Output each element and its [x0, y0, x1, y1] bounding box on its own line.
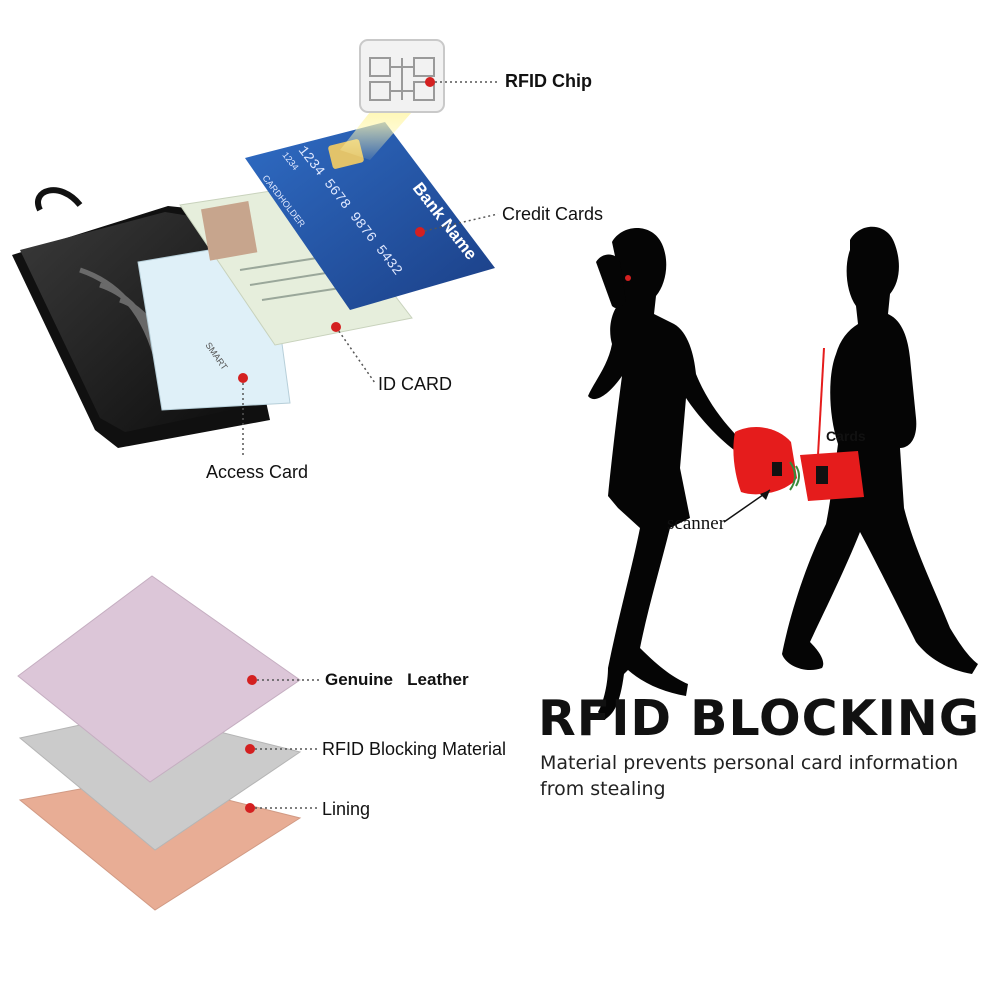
bag-strap — [817, 347, 825, 456]
label-access-card: Access Card — [206, 462, 309, 482]
chip-dot — [425, 77, 435, 87]
material-layers — [17, 575, 320, 911]
bags — [723, 347, 864, 523]
id-dot — [331, 322, 341, 332]
card-bag — [800, 451, 864, 501]
label-credit-cards: Credit Cards — [502, 204, 604, 224]
access-dot — [238, 373, 248, 383]
id-photo — [201, 201, 258, 261]
label-id-card: ID CARD — [378, 374, 453, 394]
reader-cable — [35, 187, 83, 212]
label-rfid-blocking-material: RFID Blocking Material — [322, 739, 507, 759]
silhouette-victim — [782, 226, 978, 675]
chip-beam — [340, 112, 412, 160]
label-lining: Lining — [322, 799, 371, 819]
signal-waves — [789, 461, 800, 491]
label-rfid-chip: RFID Chip — [505, 71, 592, 91]
headline-rfid-blocking: RFID BLOCKING — [538, 690, 981, 747]
blocking-dot — [245, 744, 255, 754]
lining-dot — [245, 803, 255, 813]
leather-dot — [247, 675, 257, 685]
scanner-device — [772, 462, 782, 476]
silhouette-thief — [588, 228, 742, 720]
label-genuine-leather: Genuine Leather — [325, 670, 469, 689]
label-cards: Cards — [826, 428, 866, 444]
label-scanner: scanner — [667, 513, 726, 534]
leather-layer — [17, 575, 301, 783]
upper-callouts — [238, 77, 500, 455]
scanner-bag — [733, 427, 797, 495]
subline-description: Material prevents personal card informat… — [540, 752, 959, 800]
rfid-chip-image — [340, 39, 445, 160]
thief-earring-dot — [625, 275, 631, 281]
chip-contacts — [369, 57, 435, 101]
credit-dot — [415, 227, 425, 237]
card-in-bag — [816, 466, 828, 484]
